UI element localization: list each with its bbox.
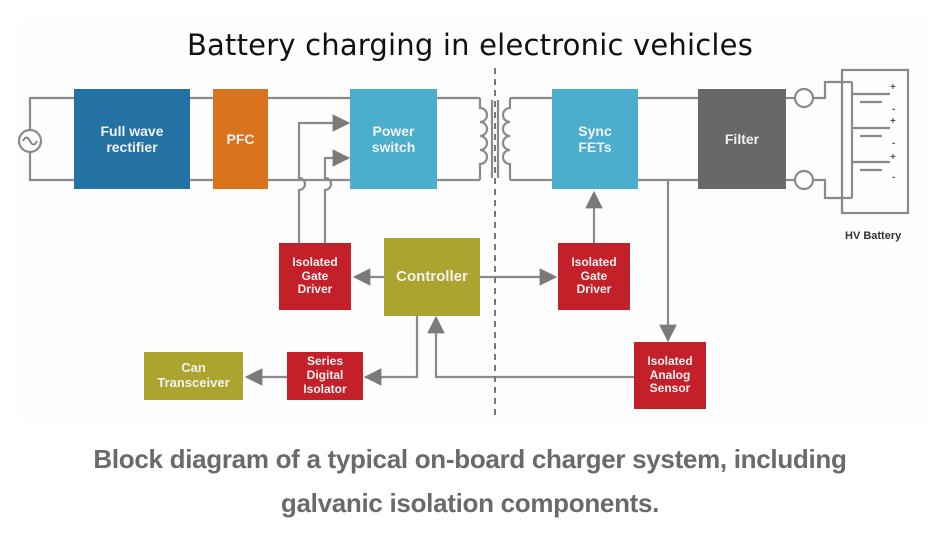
- gate-wire-1: [297, 114, 351, 243]
- battery-terminal-1: +: [890, 82, 896, 93]
- sync-fets-block: Sync FETs: [552, 89, 638, 189]
- transformer-primary: [478, 98, 489, 180]
- battery-terminal-3: +: [890, 116, 896, 127]
- battery-terminal-5: +: [890, 152, 896, 163]
- wire-top-ac: [28, 96, 74, 130]
- controller-block: Controller: [384, 238, 480, 316]
- can-transceiver-block: Can Transceiver: [144, 352, 243, 400]
- transformer-secondary: [501, 98, 512, 180]
- battery-enclosure: [840, 68, 910, 215]
- pfc-block: PFC: [213, 89, 268, 189]
- power-switch-block: Power switch: [350, 89, 437, 189]
- caption-line-1: Block diagram of a typical on-board char…: [93, 444, 847, 474]
- battery-terminal-6: -: [892, 172, 895, 183]
- isolated-gate-driver-right-block: Isolated Gate Driver: [558, 243, 630, 310]
- battery-cells-icon: [850, 82, 890, 198]
- hv-battery-label: HV Battery: [845, 230, 902, 242]
- terminal-positive-icon: [793, 87, 815, 109]
- gate-wire-2: [323, 149, 351, 243]
- battery-terminal-2: -: [892, 104, 895, 115]
- filter-block: Filter: [698, 89, 786, 189]
- terminal-negative-icon: [793, 169, 815, 191]
- diagram-title: Battery charging in electronic vehicles: [186, 28, 754, 62]
- caption-line-2: galvanic isolation components.: [280, 488, 660, 518]
- battery-terminal-4: -: [892, 138, 895, 149]
- full-wave-rectifier-block: Full wave rectifier: [74, 89, 190, 189]
- isolated-analog-sensor-block: Isolated Analog Sensor: [634, 342, 706, 409]
- wire-bottom-ac: [28, 152, 74, 182]
- series-digital-isolator-block: Series Digital Isolator: [287, 352, 363, 400]
- isolated-gate-driver-left-block: Isolated Gate Driver: [279, 243, 351, 310]
